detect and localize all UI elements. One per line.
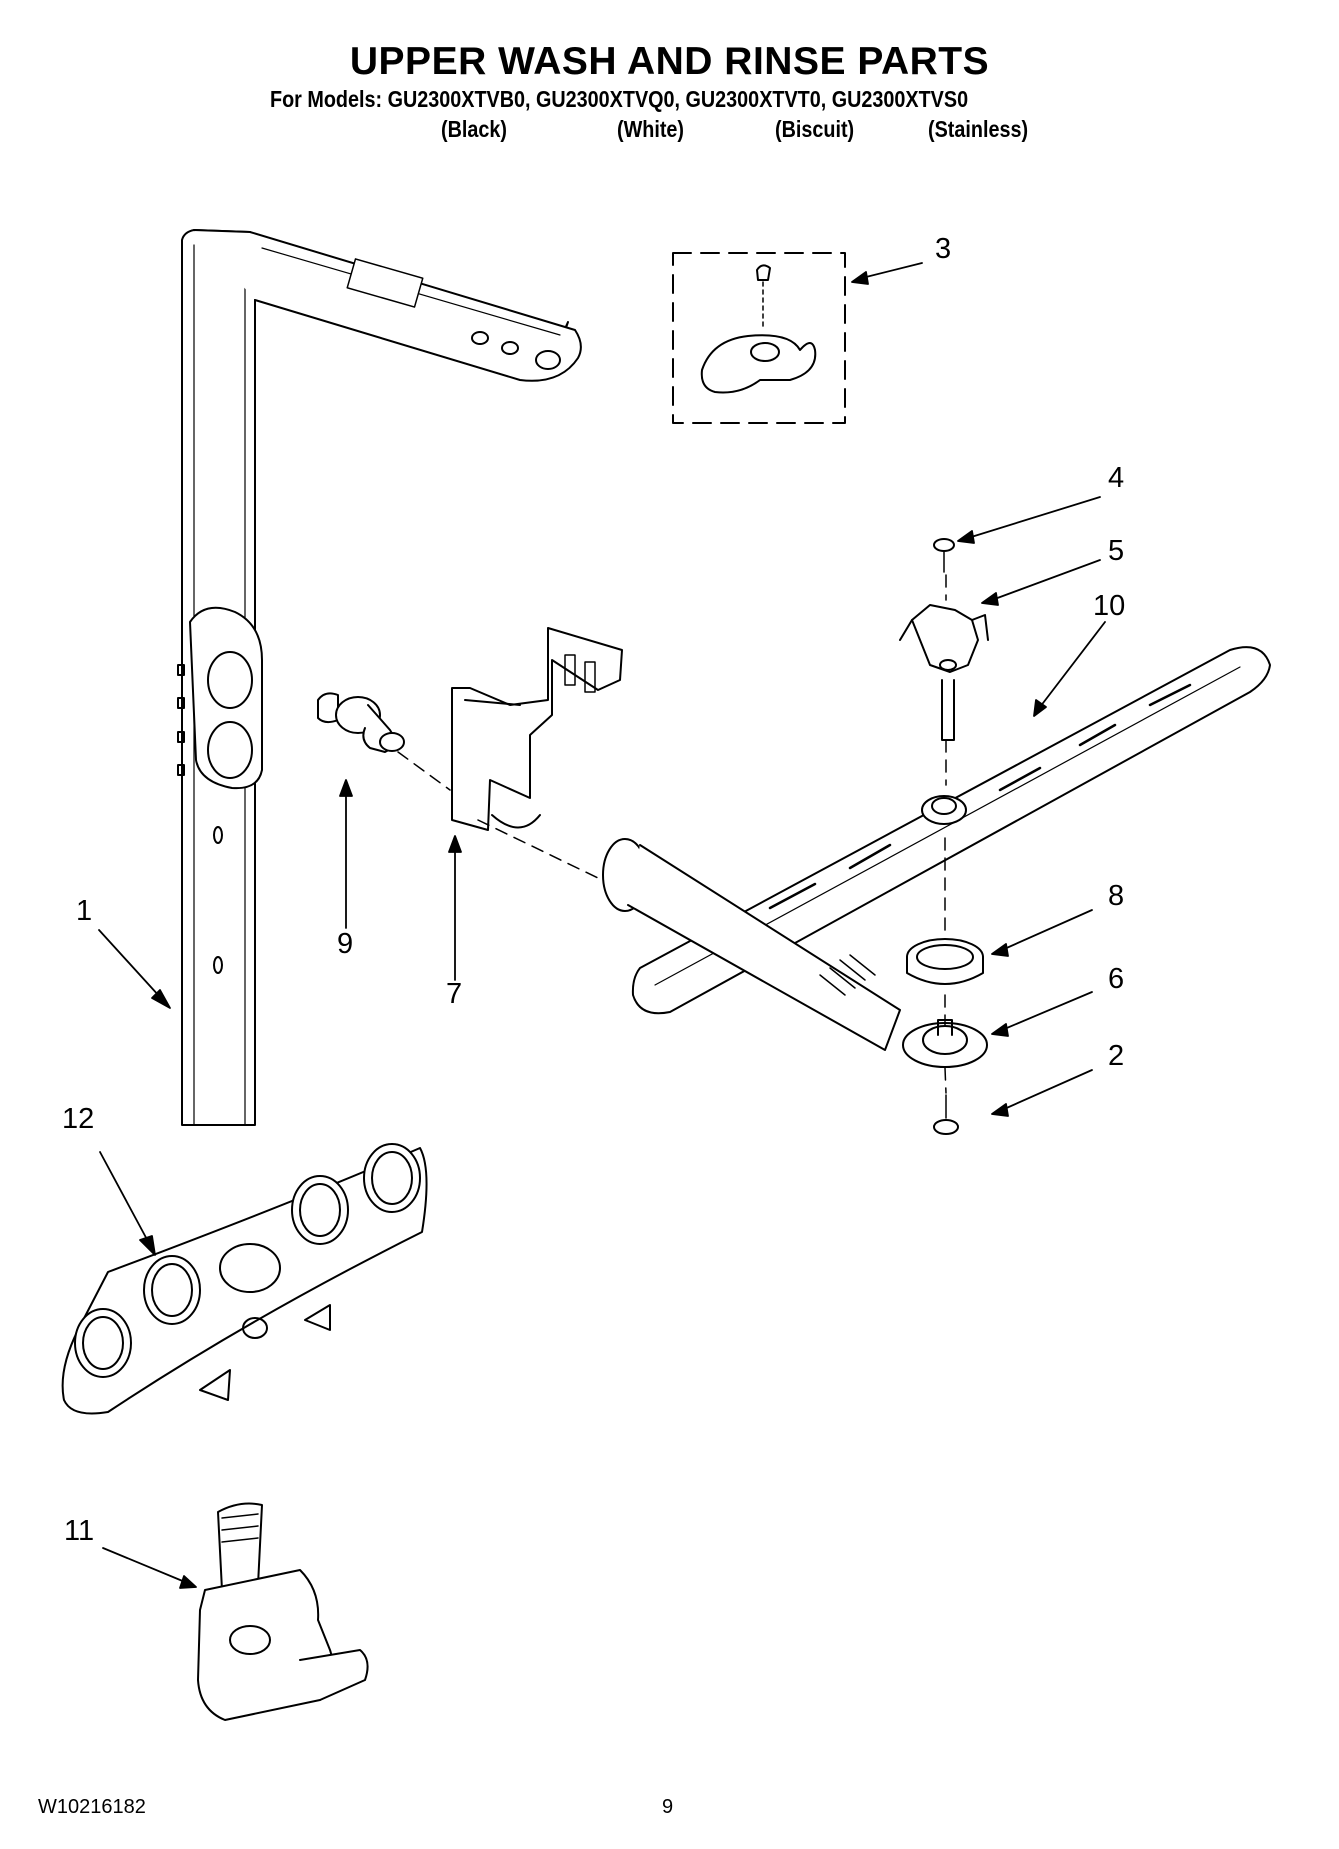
callout-1: 1 — [76, 895, 93, 927]
variant-black: (Black) — [441, 116, 507, 142]
callout-9: 9 — [337, 928, 354, 960]
callout-5: 5 — [1108, 535, 1125, 567]
variant-white: (White) — [617, 116, 685, 142]
part-11-diverter — [197, 1502, 369, 1721]
part-8-ring — [906, 938, 984, 985]
callout-7: 7 — [446, 978, 463, 1010]
part-3-mounting-clip — [672, 252, 846, 424]
assembly-guide-lines — [397, 574, 947, 1094]
part-4-screw — [933, 538, 955, 573]
page-title: UPPER WASH AND RINSE PARTS — [349, 40, 990, 83]
part-2-screw — [933, 1094, 959, 1135]
callout-10: 10 — [1093, 590, 1126, 622]
page-number: 9 — [662, 1796, 674, 1818]
part-7-bracket — [451, 627, 623, 831]
part-6-bearing — [902, 1019, 988, 1068]
feed-tube — [602, 838, 901, 1051]
variant-biscuit: (Biscuit) — [775, 116, 855, 142]
callout-11: 11 — [64, 1515, 95, 1547]
part-5-hub — [899, 604, 989, 741]
part-12-spray-panel — [61, 1143, 428, 1415]
part-9-plug — [317, 692, 405, 753]
variant-stainless: (Stainless) — [928, 116, 1029, 142]
document-number: W10216182 — [38, 1796, 146, 1818]
callout-8: 8 — [1108, 880, 1125, 912]
callout-3: 3 — [935, 233, 952, 265]
callout-4: 4 — [1108, 462, 1125, 494]
callout-2: 2 — [1108, 1040, 1125, 1072]
models-line: For Models: GU2300XTVB0, GU2300XTVQ0, GU… — [270, 86, 969, 112]
callout-6: 6 — [1108, 963, 1125, 995]
part-1-supply-tube — [177, 229, 582, 1126]
callout-12: 12 — [62, 1103, 95, 1135]
leader-arrows — [98, 262, 1106, 1589]
